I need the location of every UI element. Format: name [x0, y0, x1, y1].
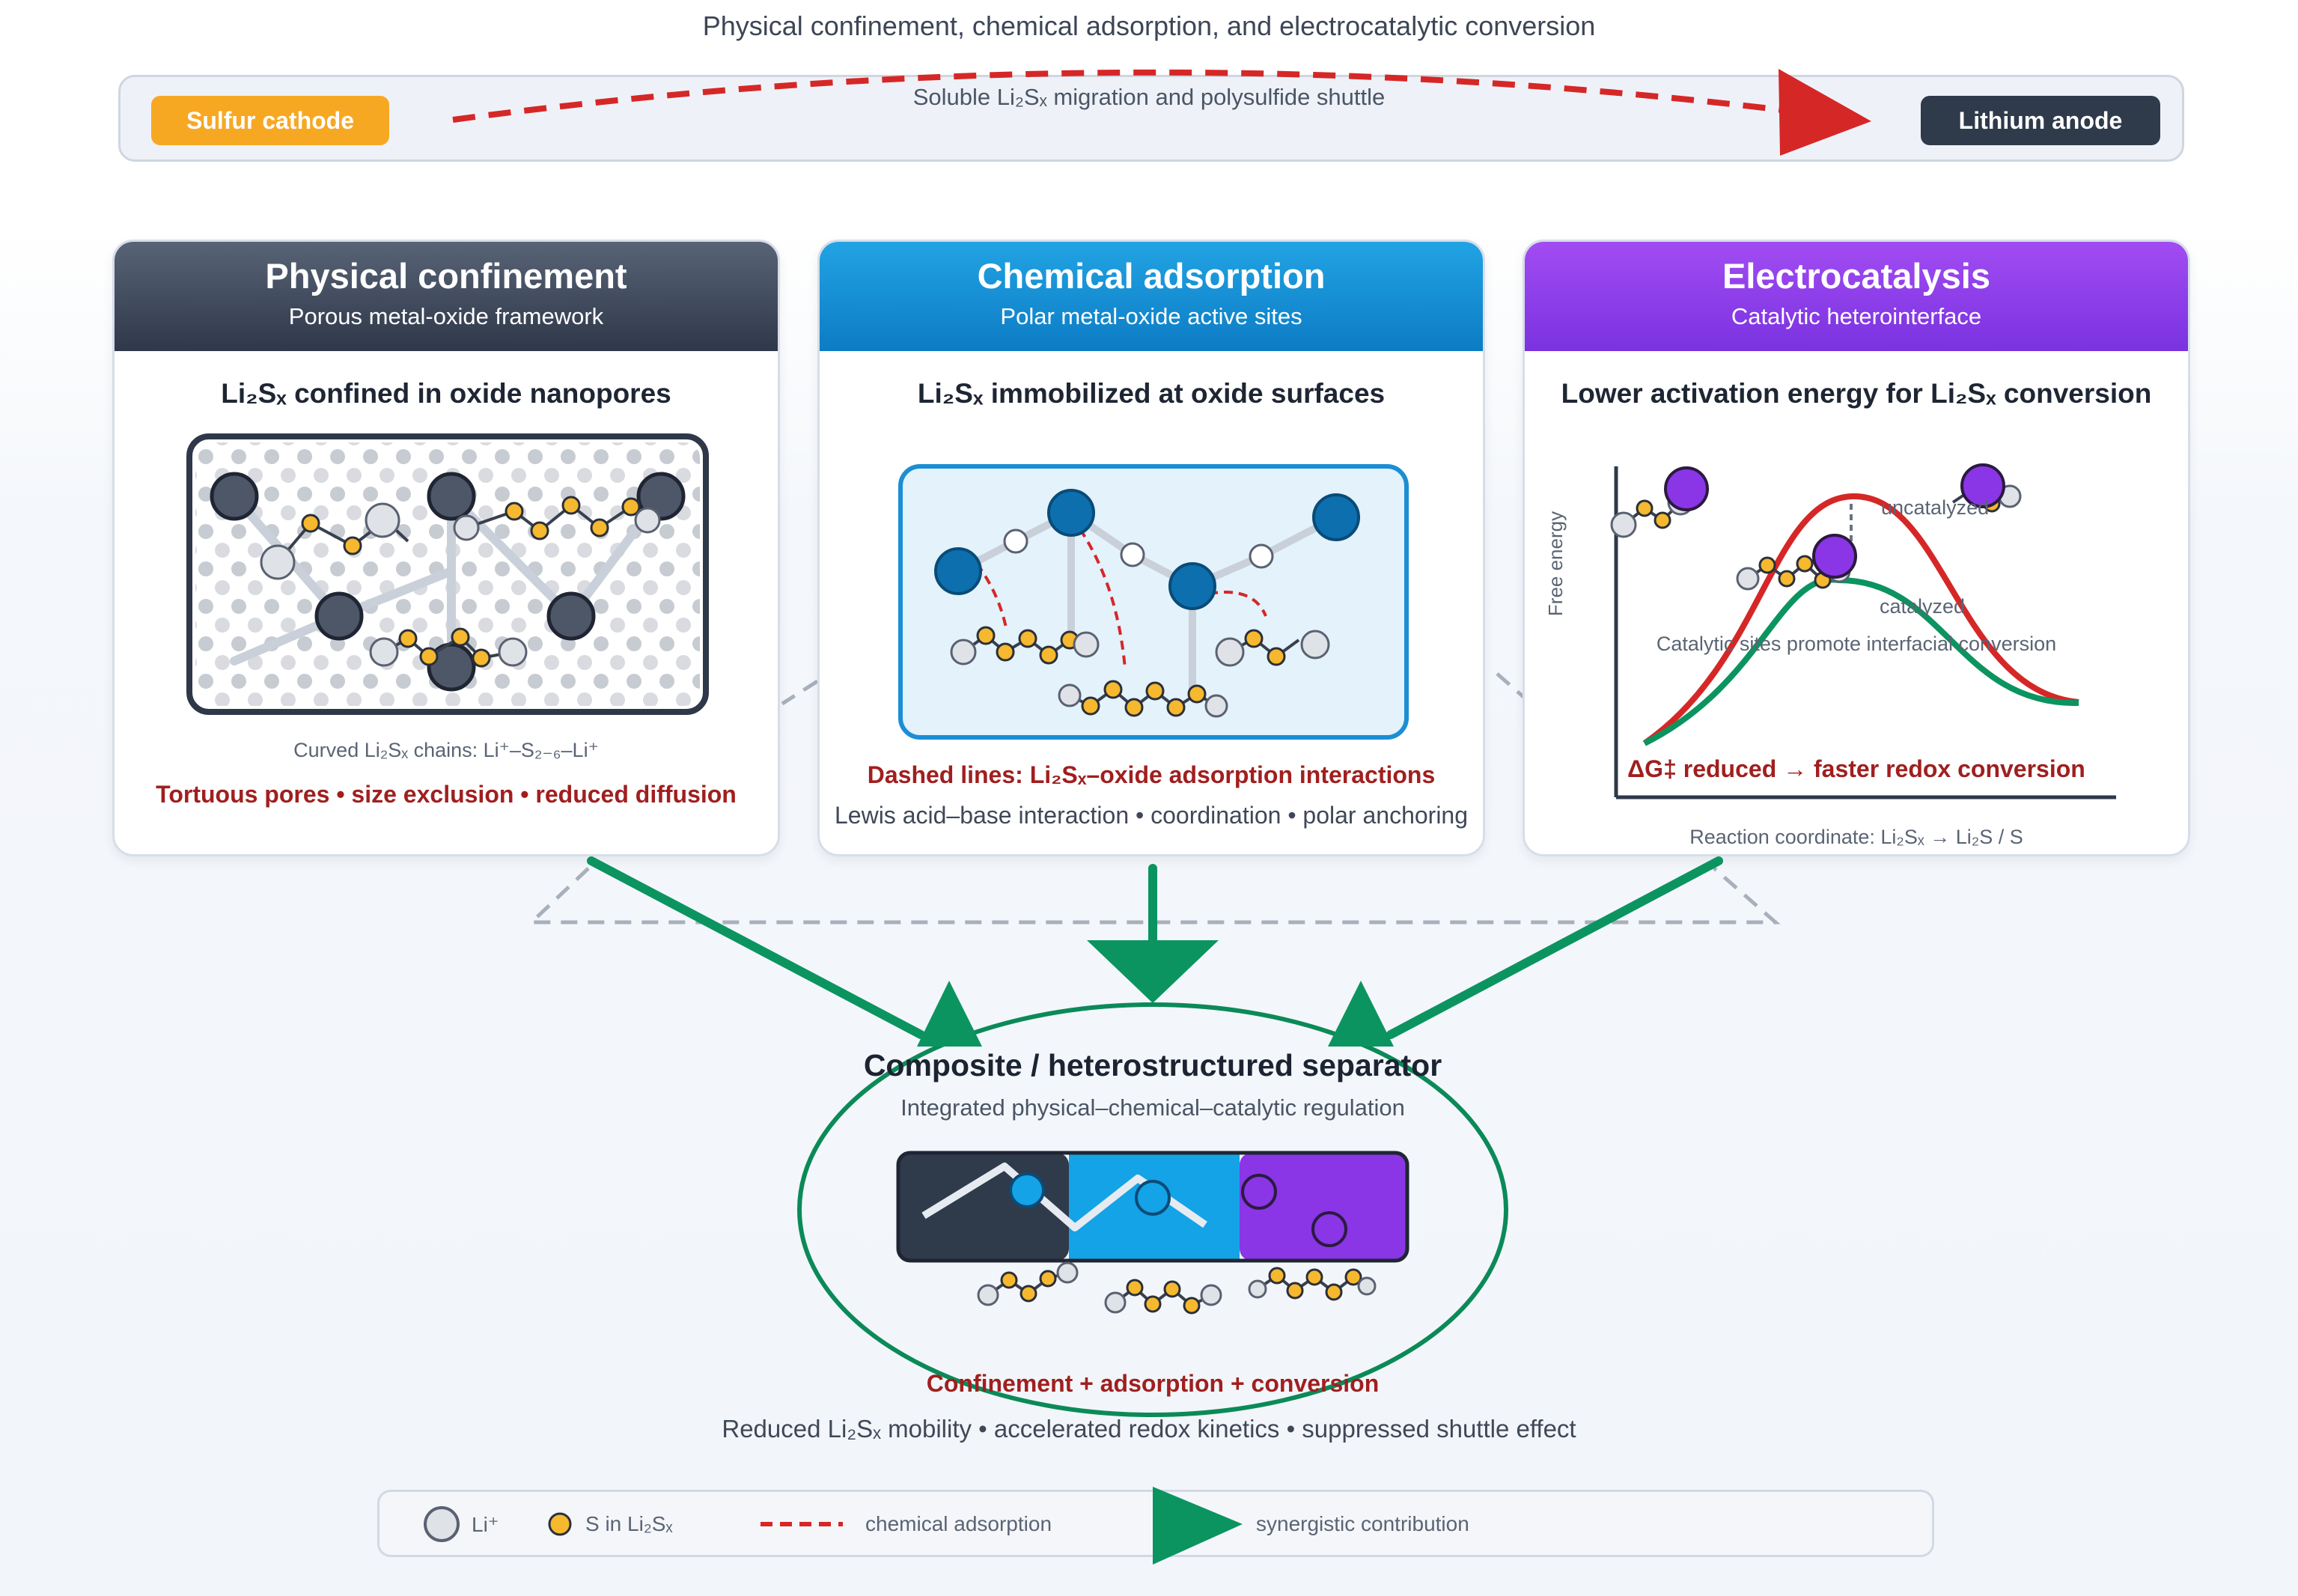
panel-subtitle: Polar metal-oxide active sites	[1000, 303, 1302, 329]
legend-s-symbol	[548, 1512, 572, 1536]
separator-ellipse	[797, 1002, 1508, 1417]
separator-summary: Reduced Li₂Sₓ mobility • accelerated red…	[722, 1415, 1576, 1443]
legend-synergy-label: synergistic contribution	[1256, 1512, 1469, 1535]
porous-framework-illustration	[186, 433, 709, 715]
separator-title: Composite / heterostructured separator	[863, 1048, 1442, 1082]
figure-title: Physical confinement, chemical adsorptio…	[702, 10, 1596, 41]
panel-electrocatalysis: Electrocatalysis Catalytic heterointerfa…	[1523, 240, 2190, 856]
legend-adsorption-label: chemical adsorption	[865, 1512, 1052, 1535]
lithium-anode-label: Lithium anode	[1921, 96, 2160, 145]
panel-header: Chemical adsorption Polar metal-oxide ac…	[820, 242, 1483, 351]
panel-heading: Li₂Sₓ confined in oxide nanopores	[221, 378, 671, 409]
panel-note: Tortuous pores • size exclusion • reduce…	[156, 781, 737, 808]
separator-highlight: Confinement + adsorption + conversion	[926, 1370, 1380, 1397]
sulfur-cathode-label: Sulfur cathode	[151, 96, 389, 145]
adsorption-illustration	[898, 464, 1409, 740]
catalyzed-label: catalyzed	[1880, 595, 1966, 618]
legend-li-symbol	[424, 1506, 460, 1542]
panel-title: Physical confinement	[265, 256, 627, 296]
legend-li-label: Li⁺	[472, 1513, 499, 1536]
legend-s-label: S in Li₂Sₓ	[585, 1512, 673, 1535]
panel-note: Dashed lines: Li₂Sₓ–oxide adsorption int…	[867, 761, 1436, 788]
panel-physical-confinement: Physical confinement Porous metal-oxide …	[112, 240, 780, 856]
panel-subtitle: Porous metal-oxide framework	[288, 303, 604, 329]
legend-symbols	[424, 1487, 1243, 1565]
dashed-connector	[526, 672, 1781, 925]
shuttle-caption: Soluble Li₂Sₓ migration and polysulfide …	[912, 84, 1386, 110]
panel-caption: Lewis acid–base interaction • coordinati…	[834, 802, 1469, 829]
uncatalyzed-label: uncatalyzed	[1881, 496, 1990, 519]
separator-subtitle: Integrated physical–chemical–catalytic r…	[900, 1094, 1405, 1121]
panel-heading: Lower activation energy for Li₂Sₓ conver…	[1561, 378, 2152, 409]
panel-heading: Li₂Sₓ immobilized at oxide surfaces	[917, 378, 1386, 409]
uncatalyzed-curve	[1642, 493, 2079, 746]
shuttle-arrow	[452, 69, 1871, 156]
legend-synergy-symbol	[1153, 1487, 1243, 1565]
panel-note: ΔG‡ reduced → faster redox conversion	[1627, 755, 2085, 782]
panel-subtitle: Catalytic heterointerface	[1731, 303, 1982, 329]
x-axis-label: Reaction coordinate: Li₂Sₓ → Li₂S / S	[1689, 826, 2023, 848]
panel-title: Chemical adsorption	[977, 256, 1326, 296]
panel-header: Physical confinement Porous metal-oxide …	[115, 242, 778, 351]
panel-title: Electrocatalysis	[1722, 256, 1990, 296]
panel-chemical-adsorption: Chemical adsorption Polar metal-oxide ac…	[817, 240, 1485, 856]
panel-caption: Curved Li₂Sₓ chains: Li⁺–S₂₋₆–Li⁺	[293, 739, 599, 761]
panel-header: Electrocatalysis Catalytic heterointerfa…	[1525, 242, 2188, 351]
energy-profile-plot	[1610, 463, 2116, 799]
catalysis-annotation: Catalytic sites promote interfacial conv…	[1656, 633, 2057, 655]
